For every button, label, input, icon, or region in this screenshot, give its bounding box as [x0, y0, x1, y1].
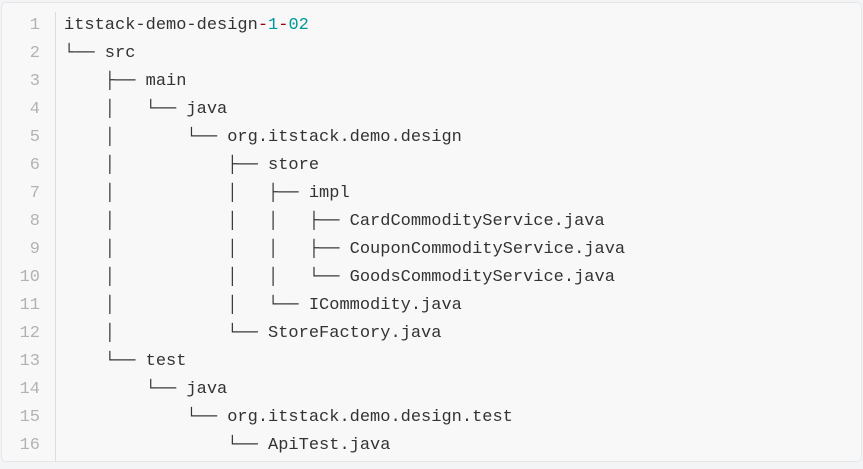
code-line: │ │ │ ├── CouponCommodityService.java [64, 236, 861, 264]
code-line: │ │ ├── impl [64, 180, 861, 208]
code-line: itstack-demo-design-1-02 [64, 12, 861, 40]
token-teal: 02 [288, 16, 309, 35]
line-number: 1 [29, 16, 40, 35]
token-red: - [278, 16, 289, 35]
token-teal: 1 [268, 16, 279, 35]
code-line: └── ApiTest.java [64, 432, 861, 460]
code-line: └── org.itstack.demo.design.test [64, 404, 861, 432]
file-tree-code: itstack-demo-design-1-02└── src ├── main… [56, 12, 861, 461]
code-text: └── ApiTest.java [64, 436, 391, 455]
code-text: └── test [64, 352, 187, 371]
code-line: │ │ │ ├── CardCommodityService.java [64, 208, 861, 236]
code-line: │ └── StoreFactory.java [64, 320, 861, 348]
line-number: 10 [19, 268, 40, 287]
code-text: │ └── java [64, 100, 228, 119]
code-line: │ └── org.itstack.demo.design [64, 124, 861, 152]
code-line: │ └── java [64, 96, 861, 124]
line-number: 14 [19, 380, 40, 399]
code-text: └── java [64, 380, 228, 399]
code-text: │ │ │ └── GoodsCommodityService.java [64, 268, 615, 287]
code-line: └── java [64, 376, 861, 404]
code-line: └── test [64, 348, 861, 376]
code-line: └── src [64, 40, 861, 68]
code-text: itstack-demo-design [64, 16, 258, 35]
line-number: 11 [19, 296, 40, 315]
token-red: - [257, 16, 269, 35]
code-text: │ │ └── ICommodity.java [64, 296, 462, 315]
line-number: 5 [29, 128, 40, 147]
code-line: │ │ └── ICommodity.java [64, 292, 861, 320]
line-number: 4 [29, 100, 40, 119]
code-text: └── org.itstack.demo.design.test [64, 408, 513, 427]
line-number: 2 [29, 44, 40, 63]
code-text: │ └── org.itstack.demo.design [64, 128, 462, 147]
code-text: ├── main [64, 72, 187, 91]
line-number: 12 [19, 324, 40, 343]
line-number: 6 [29, 156, 40, 175]
line-number: 13 [19, 352, 40, 371]
code-text: │ │ ├── impl [64, 184, 350, 203]
code-line: │ │ │ └── GoodsCommodityService.java [64, 264, 861, 292]
code-text: └── src [64, 44, 136, 63]
code-text: │ ├── store [64, 156, 320, 175]
line-number: 3 [29, 72, 40, 91]
code-text: │ └── StoreFactory.java [64, 324, 442, 343]
line-number: 9 [29, 240, 40, 259]
line-number: 16 [19, 436, 40, 455]
line-number: 15 [19, 408, 40, 427]
code-text: │ │ │ ├── CardCommodityService.java [64, 212, 605, 231]
line-number: 8 [29, 212, 40, 231]
line-number: 7 [29, 184, 40, 203]
code-line: │ ├── store [64, 152, 861, 180]
code-line: ├── main [64, 68, 861, 96]
code-text: │ │ │ ├── CouponCommodityService.java [64, 240, 626, 259]
